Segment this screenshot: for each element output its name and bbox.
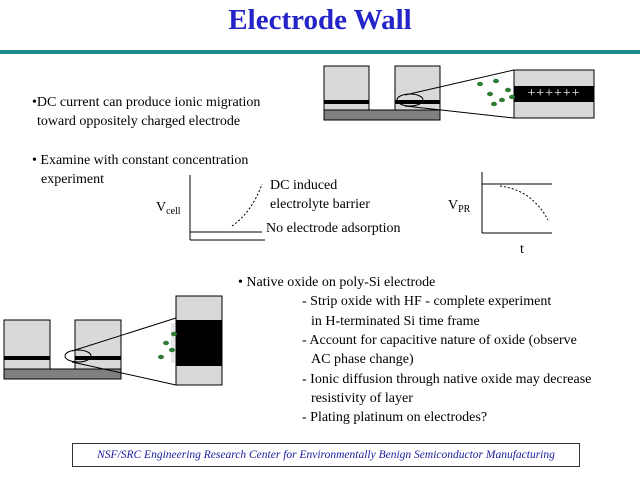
time-axis-label: t <box>520 242 524 257</box>
positive-charge-label: ++++++ <box>527 86 581 101</box>
electrode-right-stripe <box>395 100 440 104</box>
substrate-bar <box>323 109 441 121</box>
no-adsorption-label: No electrode adsorption <box>266 221 401 236</box>
native-oxide-item: AC phase change) <box>311 352 414 367</box>
native-oxide-layer <box>171 323 175 363</box>
top-electrode-diagram <box>323 65 595 121</box>
native-oxide-item: in H-terminated Si time frame <box>311 314 480 329</box>
barrier-curve <box>231 183 263 227</box>
title-divider <box>0 50 640 54</box>
electrode-right <box>74 319 122 370</box>
footer-credit: NSF/SRC Engineering Research Center for … <box>72 443 580 467</box>
vcell-axis-label: Vcell <box>156 200 181 217</box>
zoom-line-bottom <box>404 105 515 119</box>
electrode-left <box>3 319 51 370</box>
electrode-right-stripe <box>75 356 121 360</box>
bullet-ionic-line1: •DC current can produce ionic migration <box>32 95 261 110</box>
electrode-left-stripe <box>4 356 50 360</box>
zoom-line-top <box>71 317 177 352</box>
zoom-electrode-core <box>176 320 222 366</box>
ion-dots <box>158 331 177 360</box>
bullet-ionic-line2: toward oppositely charged electrode <box>37 114 241 129</box>
ion-dots <box>477 78 515 107</box>
page-title: Electrode Wall <box>228 4 412 36</box>
barrier-label-line1: DC induced <box>270 178 338 193</box>
native-oxide-item: - Plating platinum on electrodes? <box>302 410 488 425</box>
decay-curve <box>499 185 549 221</box>
zoom-circle <box>64 349 92 363</box>
native-oxide-heading: • Native oxide on poly-Si electrode <box>238 275 436 290</box>
substrate-bar <box>3 368 122 380</box>
bottom-electrode-diagram <box>3 295 223 386</box>
vpr-plot <box>481 172 552 234</box>
zoom-line-bottom <box>71 361 177 386</box>
zoom-line-top <box>404 69 515 96</box>
bullet-examine-line1: • Examine with constant concentration <box>32 153 249 168</box>
barrier-label-line2: electrolyte barrier <box>270 197 370 212</box>
vcell-plot <box>189 175 265 241</box>
native-oxide-item: resistivity of layer <box>311 391 413 406</box>
bullet-examine-line2: experiment <box>41 172 104 187</box>
native-oxide-item: - Ionic diffusion through native oxide m… <box>302 372 592 387</box>
vpr-axis-label: VPR <box>448 198 471 215</box>
native-oxide-item: - Strip oxide with HF - complete experim… <box>302 294 552 309</box>
native-oxide-item: - Account for capacitive nature of oxide… <box>302 333 577 348</box>
zoom-electrode-band <box>514 86 594 102</box>
electrode-left-stripe <box>324 100 369 104</box>
